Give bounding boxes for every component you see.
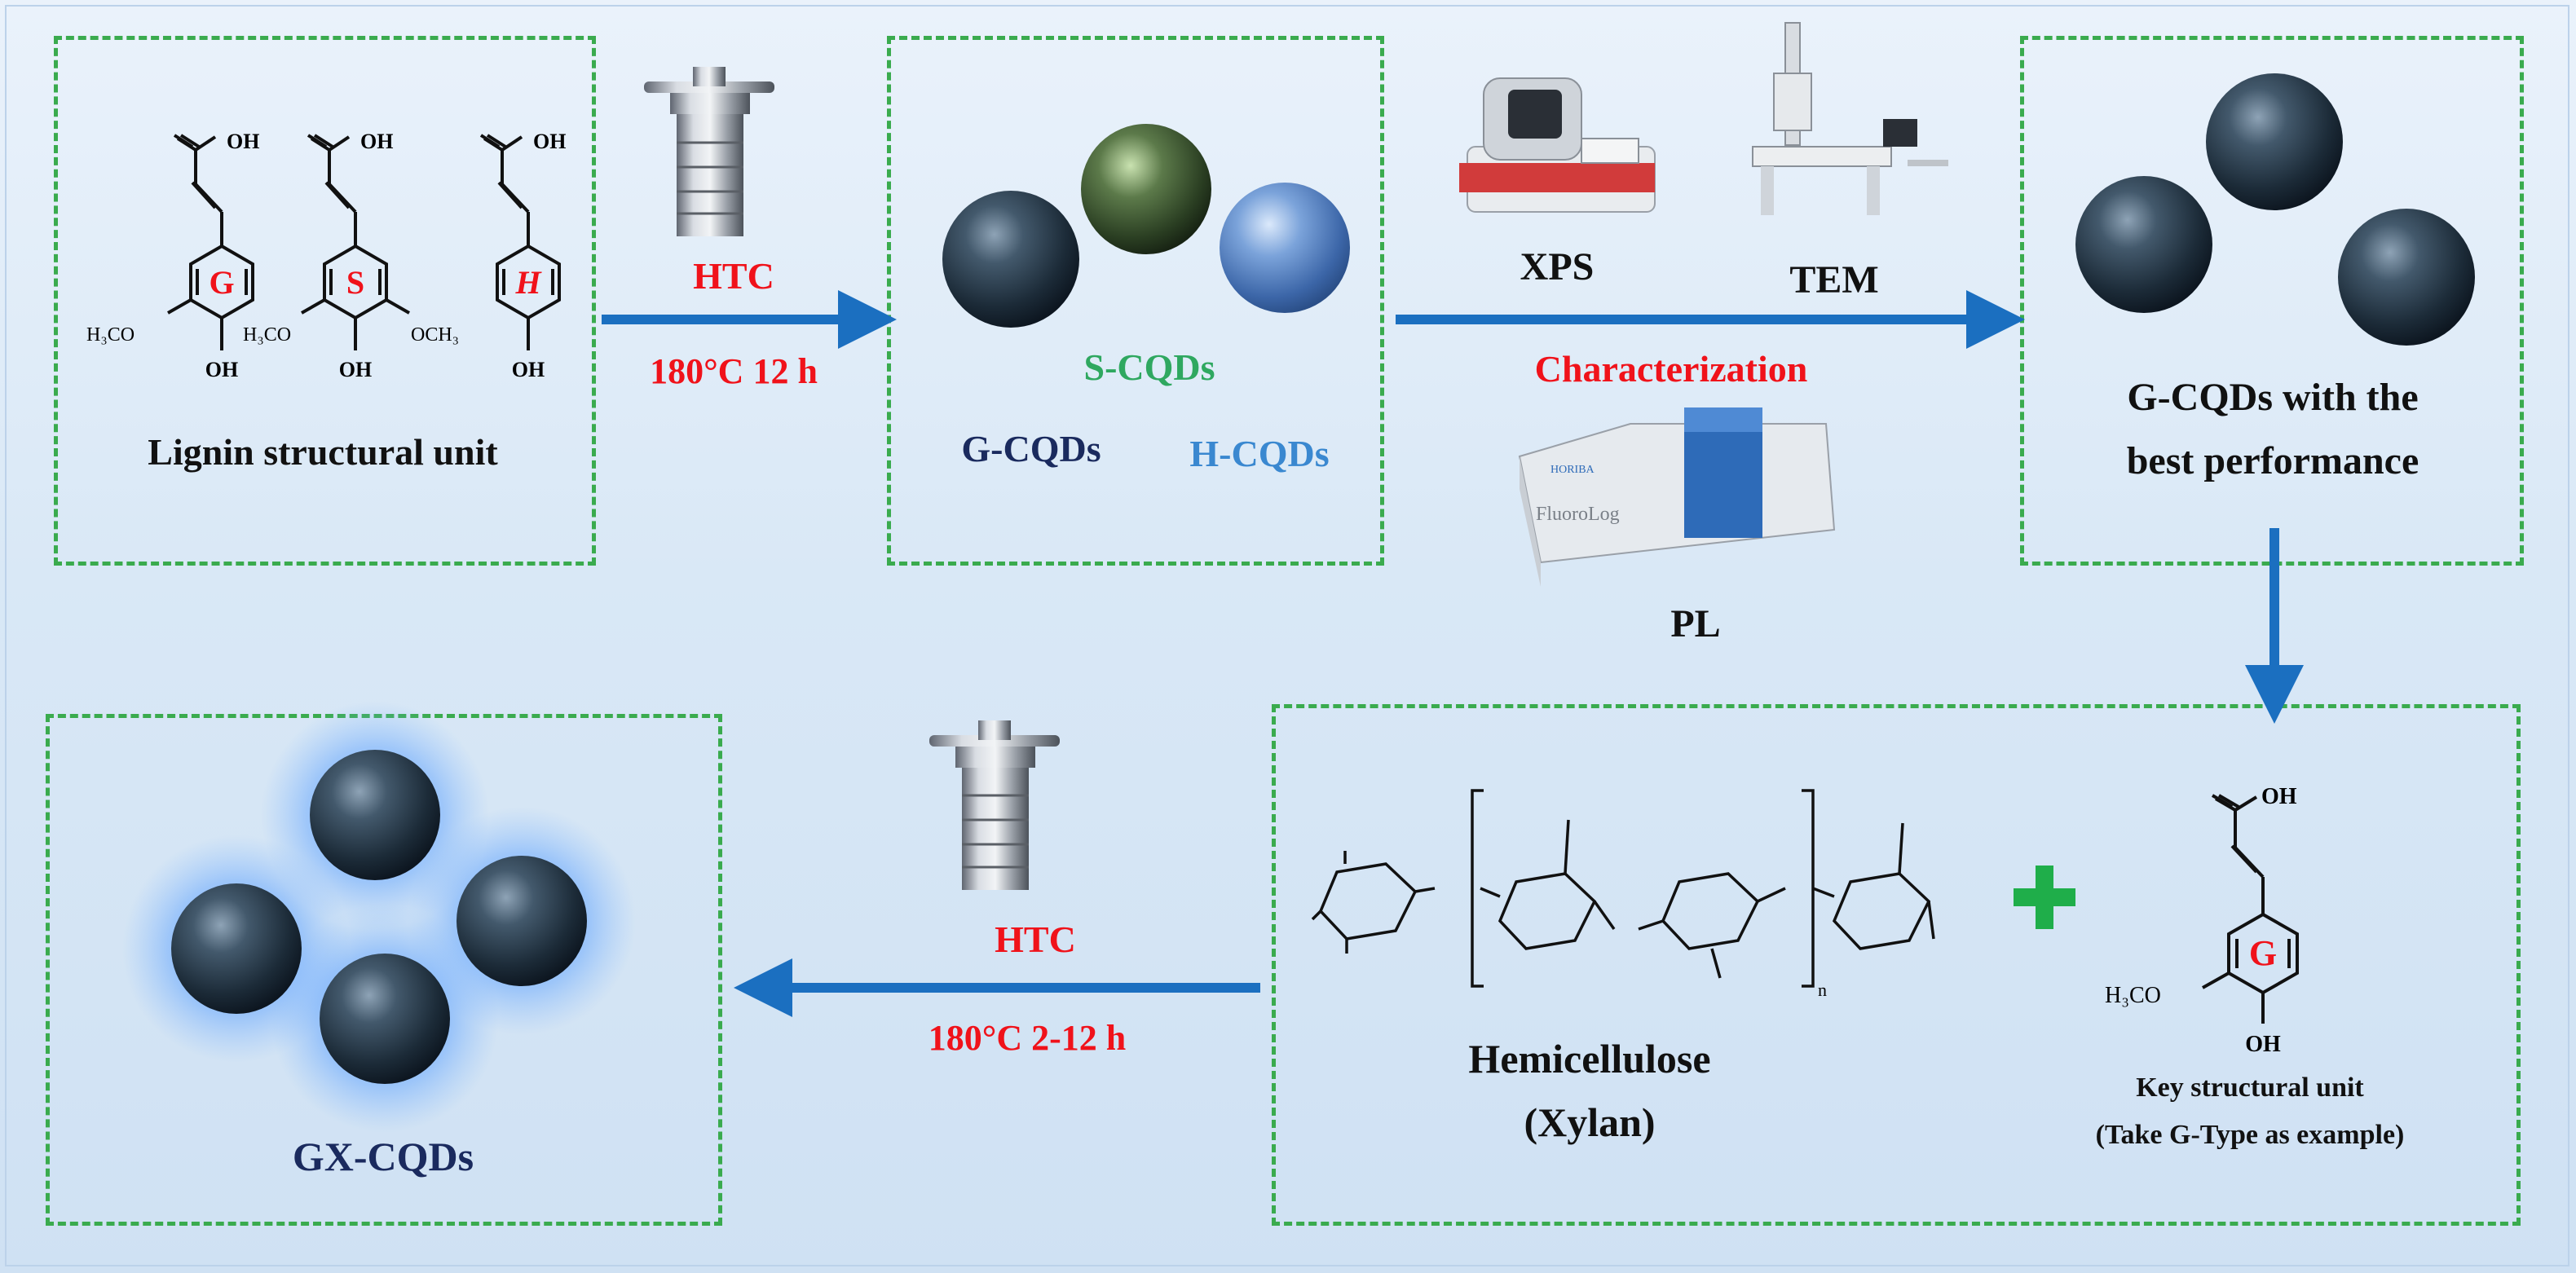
g-unit-oh: OH (227, 130, 259, 153)
key-g-bottom-oh: OH (2245, 1032, 2281, 1057)
s-unit-bottom-oh: OH (339, 358, 372, 381)
g-unit-bottom-oh: OH (205, 358, 238, 381)
reactor-icon-1 (644, 67, 774, 236)
best-line-1: G-CQDs with the (2127, 376, 2419, 419)
s-cqd-sphere (1081, 124, 1211, 254)
htc-label-2: HTC (995, 918, 1076, 960)
pl-instrument-model: FluoroLog (1536, 504, 1620, 525)
s-cqds-label: S-CQDs (1083, 346, 1215, 388)
lignin-title: Lignin structural unit (148, 431, 498, 473)
xylan-structure (1311, 789, 1935, 988)
pl-label: PL (1670, 602, 1721, 645)
key-unit-line-2: (Take G-Type as example) (2095, 1120, 2405, 1150)
gx-cqds-label: GX-CQDs (292, 1134, 474, 1179)
s-unit-letter: S (346, 264, 364, 301)
characterization-label: Characterization (1534, 348, 1808, 390)
pl-instrument-icon (1518, 407, 1836, 587)
g-cqds-label: G-CQDs (961, 428, 1101, 469)
xylan-n: n (1818, 980, 1827, 1000)
xps-instrument-icon (1459, 77, 1656, 213)
tem-instrument-icon (1752, 22, 1948, 215)
s-unit-structure (301, 134, 410, 350)
h-cqds-label: H-CQDs (1189, 433, 1330, 474)
s-unit-och3-right: OCH₃ (411, 324, 459, 346)
gx-cqd-sphere-3 (457, 856, 587, 986)
htc-conditions-2: 180°C 2-12 h (928, 1018, 1127, 1058)
h-unit-structure (479, 134, 561, 350)
best-line-2: best performance (2126, 439, 2419, 482)
pl-instrument-brand: HORIBA (1550, 464, 1595, 476)
s-unit-oh: OH (360, 130, 393, 153)
gx-cqd-sphere-2 (171, 883, 302, 1014)
best-cqd-sphere-2 (2075, 176, 2212, 313)
xps-label: XPS (1520, 245, 1595, 289)
g-unit-letter: G (209, 264, 234, 301)
key-g-och3: H₃CO (2105, 983, 2161, 1008)
gx-cqd-cluster (122, 701, 636, 1133)
gx-cqd-sphere-4 (320, 954, 450, 1084)
htc-conditions-1: 180°C 12 h (650, 351, 818, 391)
key-g-unit-structure (2202, 794, 2299, 1024)
hemicellulose-line-1: Hemicellulose (1468, 1036, 1711, 1081)
h-unit-bottom-oh: OH (512, 358, 545, 381)
best-cqd-sphere-3 (2338, 209, 2475, 346)
best-cqd-sphere-1 (2206, 73, 2343, 210)
h-unit-letter: H (514, 264, 542, 301)
lignin-box (54, 36, 596, 566)
g-unit-och3: H₃CO (86, 324, 135, 346)
tem-label: TEM (1789, 258, 1879, 302)
s-unit-och3-left: H₃CO (243, 324, 291, 346)
g-cqd-sphere (942, 191, 1079, 328)
h-cqd-sphere (1220, 183, 1350, 313)
hemicellulose-line-2: (Xylan) (1524, 1099, 1656, 1145)
h-unit-oh: OH (533, 130, 566, 153)
hemicellulose-box (1272, 704, 2521, 1226)
figure-frame (5, 5, 2569, 1266)
key-g-letter: G (2249, 933, 2277, 973)
g-unit-structure (167, 134, 254, 350)
key-unit-line-1: Key structural unit (2136, 1073, 2364, 1103)
reactor-icon-2 (929, 720, 1060, 890)
plus-icon (2014, 866, 2075, 929)
htc-label-1: HTC (693, 255, 774, 297)
gx-cqd-sphere-1 (310, 750, 440, 880)
key-g-top-oh: OH (2261, 784, 2297, 809)
